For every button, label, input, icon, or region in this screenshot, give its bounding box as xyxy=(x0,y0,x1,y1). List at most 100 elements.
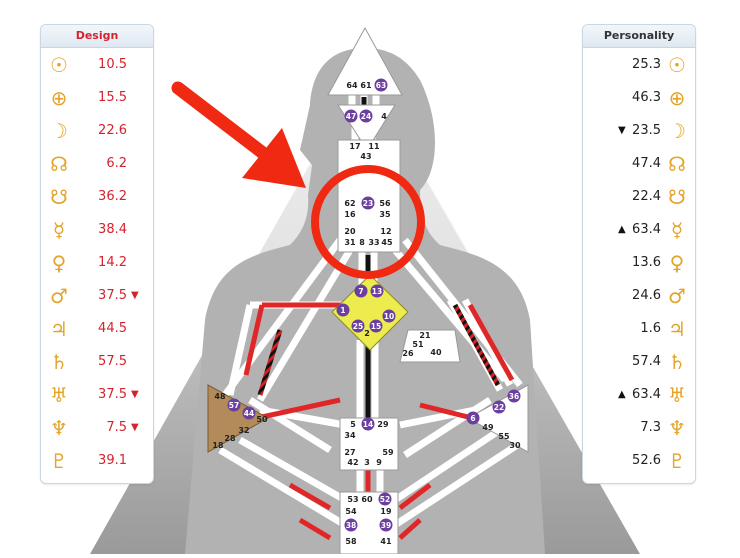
exalted-arrow-icon: ▲ xyxy=(618,389,626,400)
gate-line-value: 36.2 xyxy=(98,189,127,204)
personality-row: 46.3⊕ xyxy=(583,81,695,114)
detriment-arrow-icon: ▼ xyxy=(131,389,139,400)
gate-line-value: 37.5 xyxy=(98,288,127,303)
active-gate-label: 22 xyxy=(494,403,504,412)
gate-label: 9 xyxy=(376,458,382,467)
gate-label: 41 xyxy=(380,537,392,546)
detriment-arrow-icon: ▼ xyxy=(131,422,139,433)
gate-line-value: 52.6 xyxy=(632,453,661,468)
active-gate-label: 23 xyxy=(363,199,373,208)
gate-line-value: 23.5 xyxy=(632,123,661,138)
active-gate-label: 52 xyxy=(380,495,390,504)
active-gate-label: 7 xyxy=(358,287,363,296)
mars-icon: ♂ xyxy=(668,283,686,308)
personality-row: ▲63.4☿ xyxy=(583,213,695,246)
personality-row: 7.3♆ xyxy=(583,411,695,444)
gate-line-value: 10.5 xyxy=(98,57,127,72)
gate-label: 48 xyxy=(214,392,226,401)
gate-label: 49 xyxy=(482,423,494,432)
design-row: ☉10.5 xyxy=(41,48,153,81)
personality-row: 47.4☊ xyxy=(583,147,695,180)
active-gate-label: 36 xyxy=(509,392,519,401)
gate-label: 17 xyxy=(349,142,360,151)
gate-label: 51 xyxy=(412,340,424,349)
mars-icon: ♂ xyxy=(50,283,68,308)
gate-label: 45 xyxy=(381,238,393,247)
pluto-icon: ♇ xyxy=(50,448,68,473)
design-row: ♂37.5▼ xyxy=(41,279,153,312)
active-gate-label: 63 xyxy=(376,81,386,90)
gate-line-value: 38.4 xyxy=(98,222,127,237)
personality-row: 13.6 ♀ xyxy=(583,246,695,279)
personality-title: Personality xyxy=(583,25,695,48)
gate-line-value: 1.6 xyxy=(640,321,661,336)
gate-line-value: 25.3 xyxy=(632,57,661,72)
design-row: ♇ 39.1 xyxy=(41,444,153,477)
venus-icon: ♀ xyxy=(669,250,685,275)
personality-row: 1.6 ♃ xyxy=(583,312,695,345)
gate-label: 4 xyxy=(381,112,387,121)
design-row: ☿ 38.4 xyxy=(41,213,153,246)
design-row: ☊6.2 xyxy=(41,147,153,180)
gate-label: 43 xyxy=(360,152,371,161)
gate-label: 8 xyxy=(359,238,365,247)
jupiter-icon: ♃ xyxy=(668,316,686,341)
neptune-icon: ♆ xyxy=(50,415,68,440)
defined-channels xyxy=(243,97,515,541)
gate-line-value: 57.4 xyxy=(632,354,661,369)
gate-line-value: 7.3 xyxy=(640,420,661,435)
throat-center xyxy=(337,139,401,253)
gate-label: 26 xyxy=(402,349,414,358)
gate-line-value: 22.6 xyxy=(98,123,127,138)
north-node-icon: ☊ xyxy=(668,151,686,176)
gate-line-value: 7.5 xyxy=(106,420,127,435)
earth-icon: ⊕ xyxy=(668,85,686,110)
design-panel: Design ☉10.5⊕15.5☽22.6☊6.2☋36.2☿38.4♀14.… xyxy=(40,24,154,484)
gate-line-value: 13.6 xyxy=(632,255,661,270)
personality-row: 25.3☉ xyxy=(583,48,695,81)
gate-label: 35 xyxy=(379,210,391,219)
design-row: ☋36.2 xyxy=(41,180,153,213)
uranus-icon: ♅ xyxy=(668,382,686,407)
mercury-icon: ☿ xyxy=(52,217,66,242)
design-row: ♅37.5▼ xyxy=(41,378,153,411)
south-node-icon: ☋ xyxy=(668,184,686,209)
personality-row: ▼23.5☽ xyxy=(583,114,695,147)
moon-icon: ☽ xyxy=(668,118,686,143)
personality-row: ▲63.4♅ xyxy=(583,378,695,411)
gate-label: 31 xyxy=(344,238,356,247)
earth-icon: ⊕ xyxy=(50,85,68,110)
design-row: ♆ 7.5 ▼ xyxy=(41,411,153,444)
jupiter-icon: ♃ xyxy=(50,316,68,341)
active-gate-label: 24 xyxy=(361,112,371,121)
gate-line-value: 24.6 xyxy=(632,288,661,303)
design-row: ⊕15.5 xyxy=(41,81,153,114)
active-gate-label: 47 xyxy=(346,112,356,121)
active-gate-label: 1 xyxy=(340,306,345,315)
active-gate-label: 44 xyxy=(244,409,254,418)
gate-label: 32 xyxy=(238,426,249,435)
gate-line-value: 22.4 xyxy=(632,189,661,204)
gate-label: 29 xyxy=(377,420,389,429)
design-rows: ☉10.5⊕15.5☽22.6☊6.2☋36.2☿38.4♀14.2♂37.5▼… xyxy=(41,48,153,477)
active-gate-label: 14 xyxy=(363,420,373,429)
active-gate-label: 39 xyxy=(381,521,391,530)
gate-label: 3 xyxy=(364,458,370,467)
gate-label: 30 xyxy=(509,441,521,450)
personality-row: 52.6♇ xyxy=(583,444,695,477)
gate-label: 2 xyxy=(364,329,370,338)
gate-line-value: 14.2 xyxy=(98,255,127,270)
personality-panel: Personality 25.3☉46.3⊕▼23.5☽47.4☊22.4☋▲6… xyxy=(582,24,696,484)
gate-label: 59 xyxy=(382,448,394,457)
gate-label: 61 xyxy=(360,81,372,90)
gate-line-value: 39.1 xyxy=(98,453,127,468)
gate-label: 20 xyxy=(344,227,356,236)
gate-label: 5 xyxy=(350,420,356,429)
gate-label: 42 xyxy=(347,458,358,467)
gate-label: 56 xyxy=(379,199,391,208)
channels xyxy=(218,95,527,529)
personality-row: 24.6 ♂ xyxy=(583,279,695,312)
gate-label: 62 xyxy=(344,199,355,208)
moon-icon: ☽ xyxy=(50,118,68,143)
